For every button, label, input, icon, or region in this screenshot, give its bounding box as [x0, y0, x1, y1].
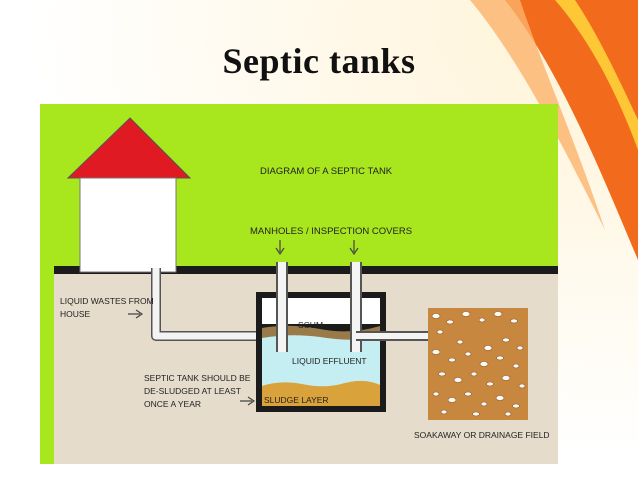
- manhole-arrow-right: [349, 240, 359, 256]
- desludge-label-line2: DE-SLUDGED AT LEAST: [144, 386, 241, 396]
- liquid-wastes-label-line2: HOUSE: [60, 309, 91, 319]
- soakaway-gravel: [431, 311, 526, 417]
- manhole-arrow-left: [275, 240, 285, 256]
- manholes-label: MANHOLES / INSPECTION COVERS: [250, 226, 412, 237]
- soakaway-label: SOAKAWAY OR DRAINAGE FIELD: [414, 430, 550, 440]
- house-body: [79, 177, 177, 273]
- sludge-arrow: [240, 396, 256, 406]
- sludge-layer-label: SLUDGE LAYER: [264, 395, 329, 405]
- desludge-label-line3: ONCE A YEAR: [144, 399, 201, 409]
- liquid-effluent-label: LIQUID EFFLUENT: [292, 356, 367, 366]
- liquid-wastes-arrow: [128, 309, 144, 319]
- soakaway-field: [428, 308, 528, 420]
- sludge-layer: [262, 380, 380, 406]
- slide-title: Septic tanks: [222, 41, 416, 81]
- septic-tank-diagram: DIAGRAM OF A SEPTIC TANK MANHOLES / INSP…: [40, 104, 558, 464]
- liquid-wastes-label-line1: LIQUID WASTES FROM: [60, 296, 154, 306]
- desludge-label-line1: SEPTIC TANK SHOULD BE: [144, 373, 251, 383]
- scum-label: SCUM: [298, 320, 323, 330]
- diagram-heading: DIAGRAM OF A SEPTIC TANK: [260, 166, 393, 177]
- ground-surface: [54, 266, 558, 274]
